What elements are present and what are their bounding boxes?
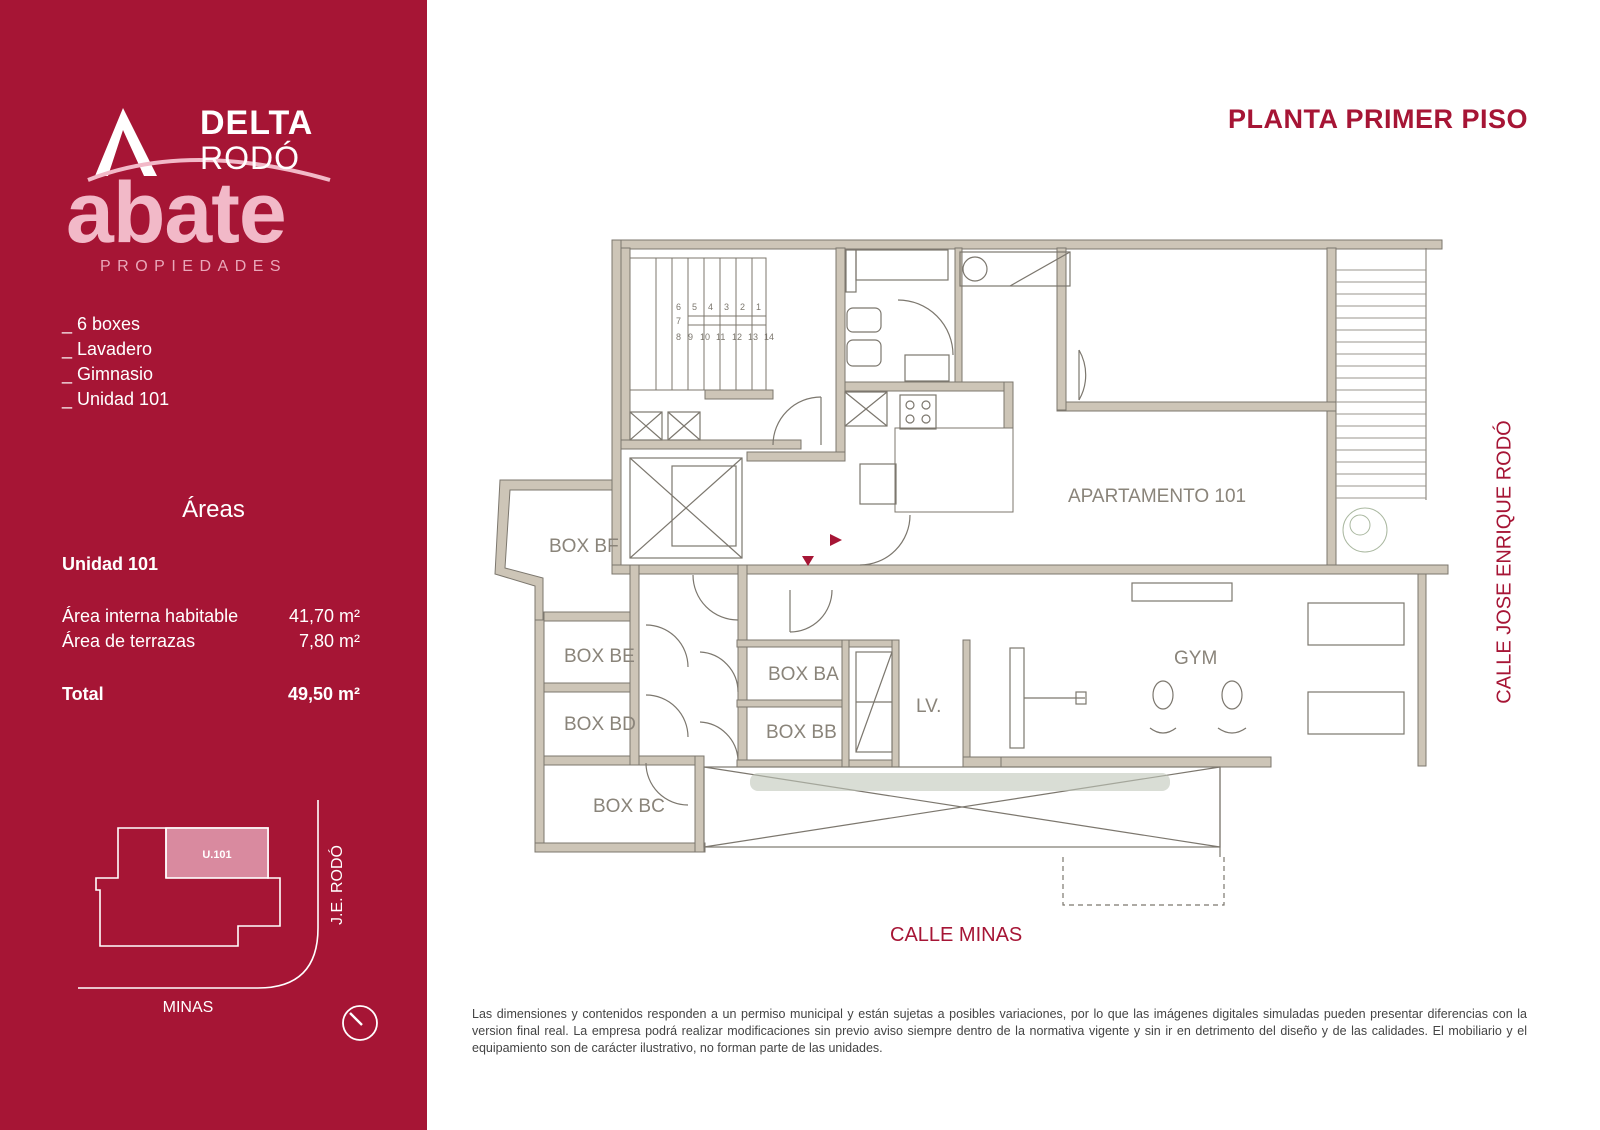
room-gym: GYM	[1174, 648, 1217, 669]
area-label: Área de terrazas	[62, 631, 196, 651]
page-title: PLANTA PRIMER PISO	[1227, 104, 1528, 134]
stair-number: 5	[692, 302, 697, 312]
feature-item: _ Lavadero	[62, 339, 153, 359]
room-box-bf: BOX BF	[549, 536, 619, 557]
stair-number: 11	[716, 332, 725, 342]
street-label-rodo: CALLE JOSE ENRIQUE RODÓ	[1493, 420, 1516, 704]
features-list: _ 6 boxes _ Lavadero _ Gimnasio _ Unidad…	[62, 312, 169, 412]
mini-map-street-rodo: J.E. RODÓ	[327, 845, 346, 925]
mini-map-street-minas: MINAS	[163, 999, 214, 1016]
area-value: 41,70 m²	[288, 606, 360, 626]
total-value: 49,50 m²	[287, 684, 360, 704]
unit-title: Unidad 101	[62, 554, 159, 574]
logo-abate-text: abate	[66, 165, 287, 261]
stair-number: 7	[676, 316, 681, 326]
stair-number: 9	[688, 332, 693, 342]
stair-number: 13	[748, 332, 758, 342]
areas-title: Áreas	[182, 496, 245, 523]
street-label-minas: CALLE MINAS	[890, 924, 1023, 946]
stair-number: 2	[740, 302, 745, 312]
room-box-bb: BOX BB	[766, 722, 837, 743]
total-label: Total	[62, 684, 104, 704]
logo-rodo-text: RODÓ	[200, 140, 300, 176]
logo-triangle-icon	[87, 108, 331, 182]
feature-item: _ Unidad 101	[62, 389, 170, 409]
logo-delta-text: DELTA	[200, 104, 314, 142]
brand-logo: DELTA RODÓ abate PROPIEDADES	[60, 100, 370, 280]
stair-number: 6	[676, 302, 681, 312]
stair-number: 3	[724, 302, 729, 312]
logo-propiedades-text: PROPIEDADES	[100, 258, 288, 275]
room-box-bd: BOX BD	[564, 714, 636, 735]
stair-number: 4	[708, 302, 713, 312]
feature-item: _ 6 boxes	[62, 314, 141, 334]
feature-item: _ Gimnasio	[62, 364, 154, 384]
stair-number: 10	[700, 332, 710, 342]
room-box-bc: BOX BC	[593, 796, 665, 817]
disclaimer-text: Las dimensiones y contenidos responden a…	[472, 1007, 1527, 1055]
stair-number: 1	[756, 302, 761, 312]
area-value: 7,80 m²	[298, 631, 360, 651]
room-box-ba: BOX BA	[768, 664, 839, 685]
compass-icon	[342, 1005, 378, 1041]
stair-number: 12	[732, 332, 742, 342]
area-label: Área interna habitable	[62, 606, 239, 626]
stair-number: 8	[676, 332, 681, 342]
sidebar: DELTA RODÓ abate PROPIEDADES _ 6 boxes _…	[0, 0, 427, 1130]
room-box-be: BOX BE	[564, 646, 635, 667]
stair-number: 14	[764, 332, 774, 342]
location-mini-map: U.101 J.E. RODÓ MINAS	[78, 800, 346, 1016]
mini-map-unit-label: U.101	[202, 849, 231, 861]
room-apartamento: APARTAMENTO 101	[1068, 486, 1246, 507]
room-lv: LV.	[916, 696, 941, 717]
